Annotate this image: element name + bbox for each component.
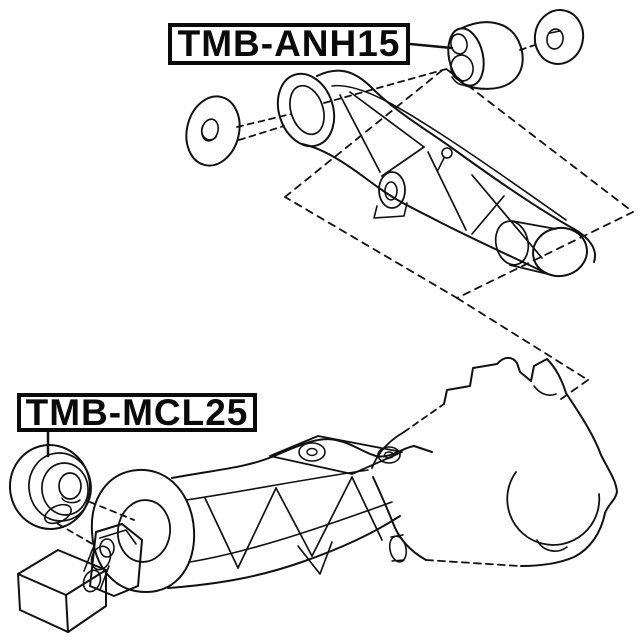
stopper-bracket-icon [17, 523, 143, 633]
bottom-assembly [8, 356, 618, 633]
differential-mount-bushing-icon [8, 444, 92, 530]
rear-cover-circle [506, 471, 601, 546]
top-assembly [185, 9, 634, 299]
arm-center-pivot [378, 171, 406, 209]
callout-top-leader-line [408, 42, 454, 50]
callout-bottom-part-code: TMB-MCL25 [17, 393, 257, 432]
mounting-plane-dashed-icon [284, 67, 634, 299]
assembly-axis-dashed [236, 44, 536, 141]
differential-housing-icon [371, 356, 618, 567]
differential-support-arm-icon [276, 69, 596, 278]
front-support-member-icon [82, 435, 433, 593]
member-truss-struts [204, 476, 383, 569]
washer-nut-icon [533, 9, 585, 65]
member-fin [297, 541, 333, 575]
view-connector-dashed [456, 297, 589, 400]
washer-bolt-icon [185, 95, 241, 167]
callout-top-label: TMB-ANH15 [177, 23, 401, 64]
arm-bolt-tab [441, 147, 453, 159]
callout-bottom-label: TMB-MCL25 [25, 391, 249, 433]
callout-top-part-code: TMB-ANH15 [168, 23, 410, 65]
arm-bushing-icon [447, 21, 524, 90]
bottom-assembly-leaders-dashed [57, 501, 135, 547]
arm-truss-struts [339, 91, 543, 259]
